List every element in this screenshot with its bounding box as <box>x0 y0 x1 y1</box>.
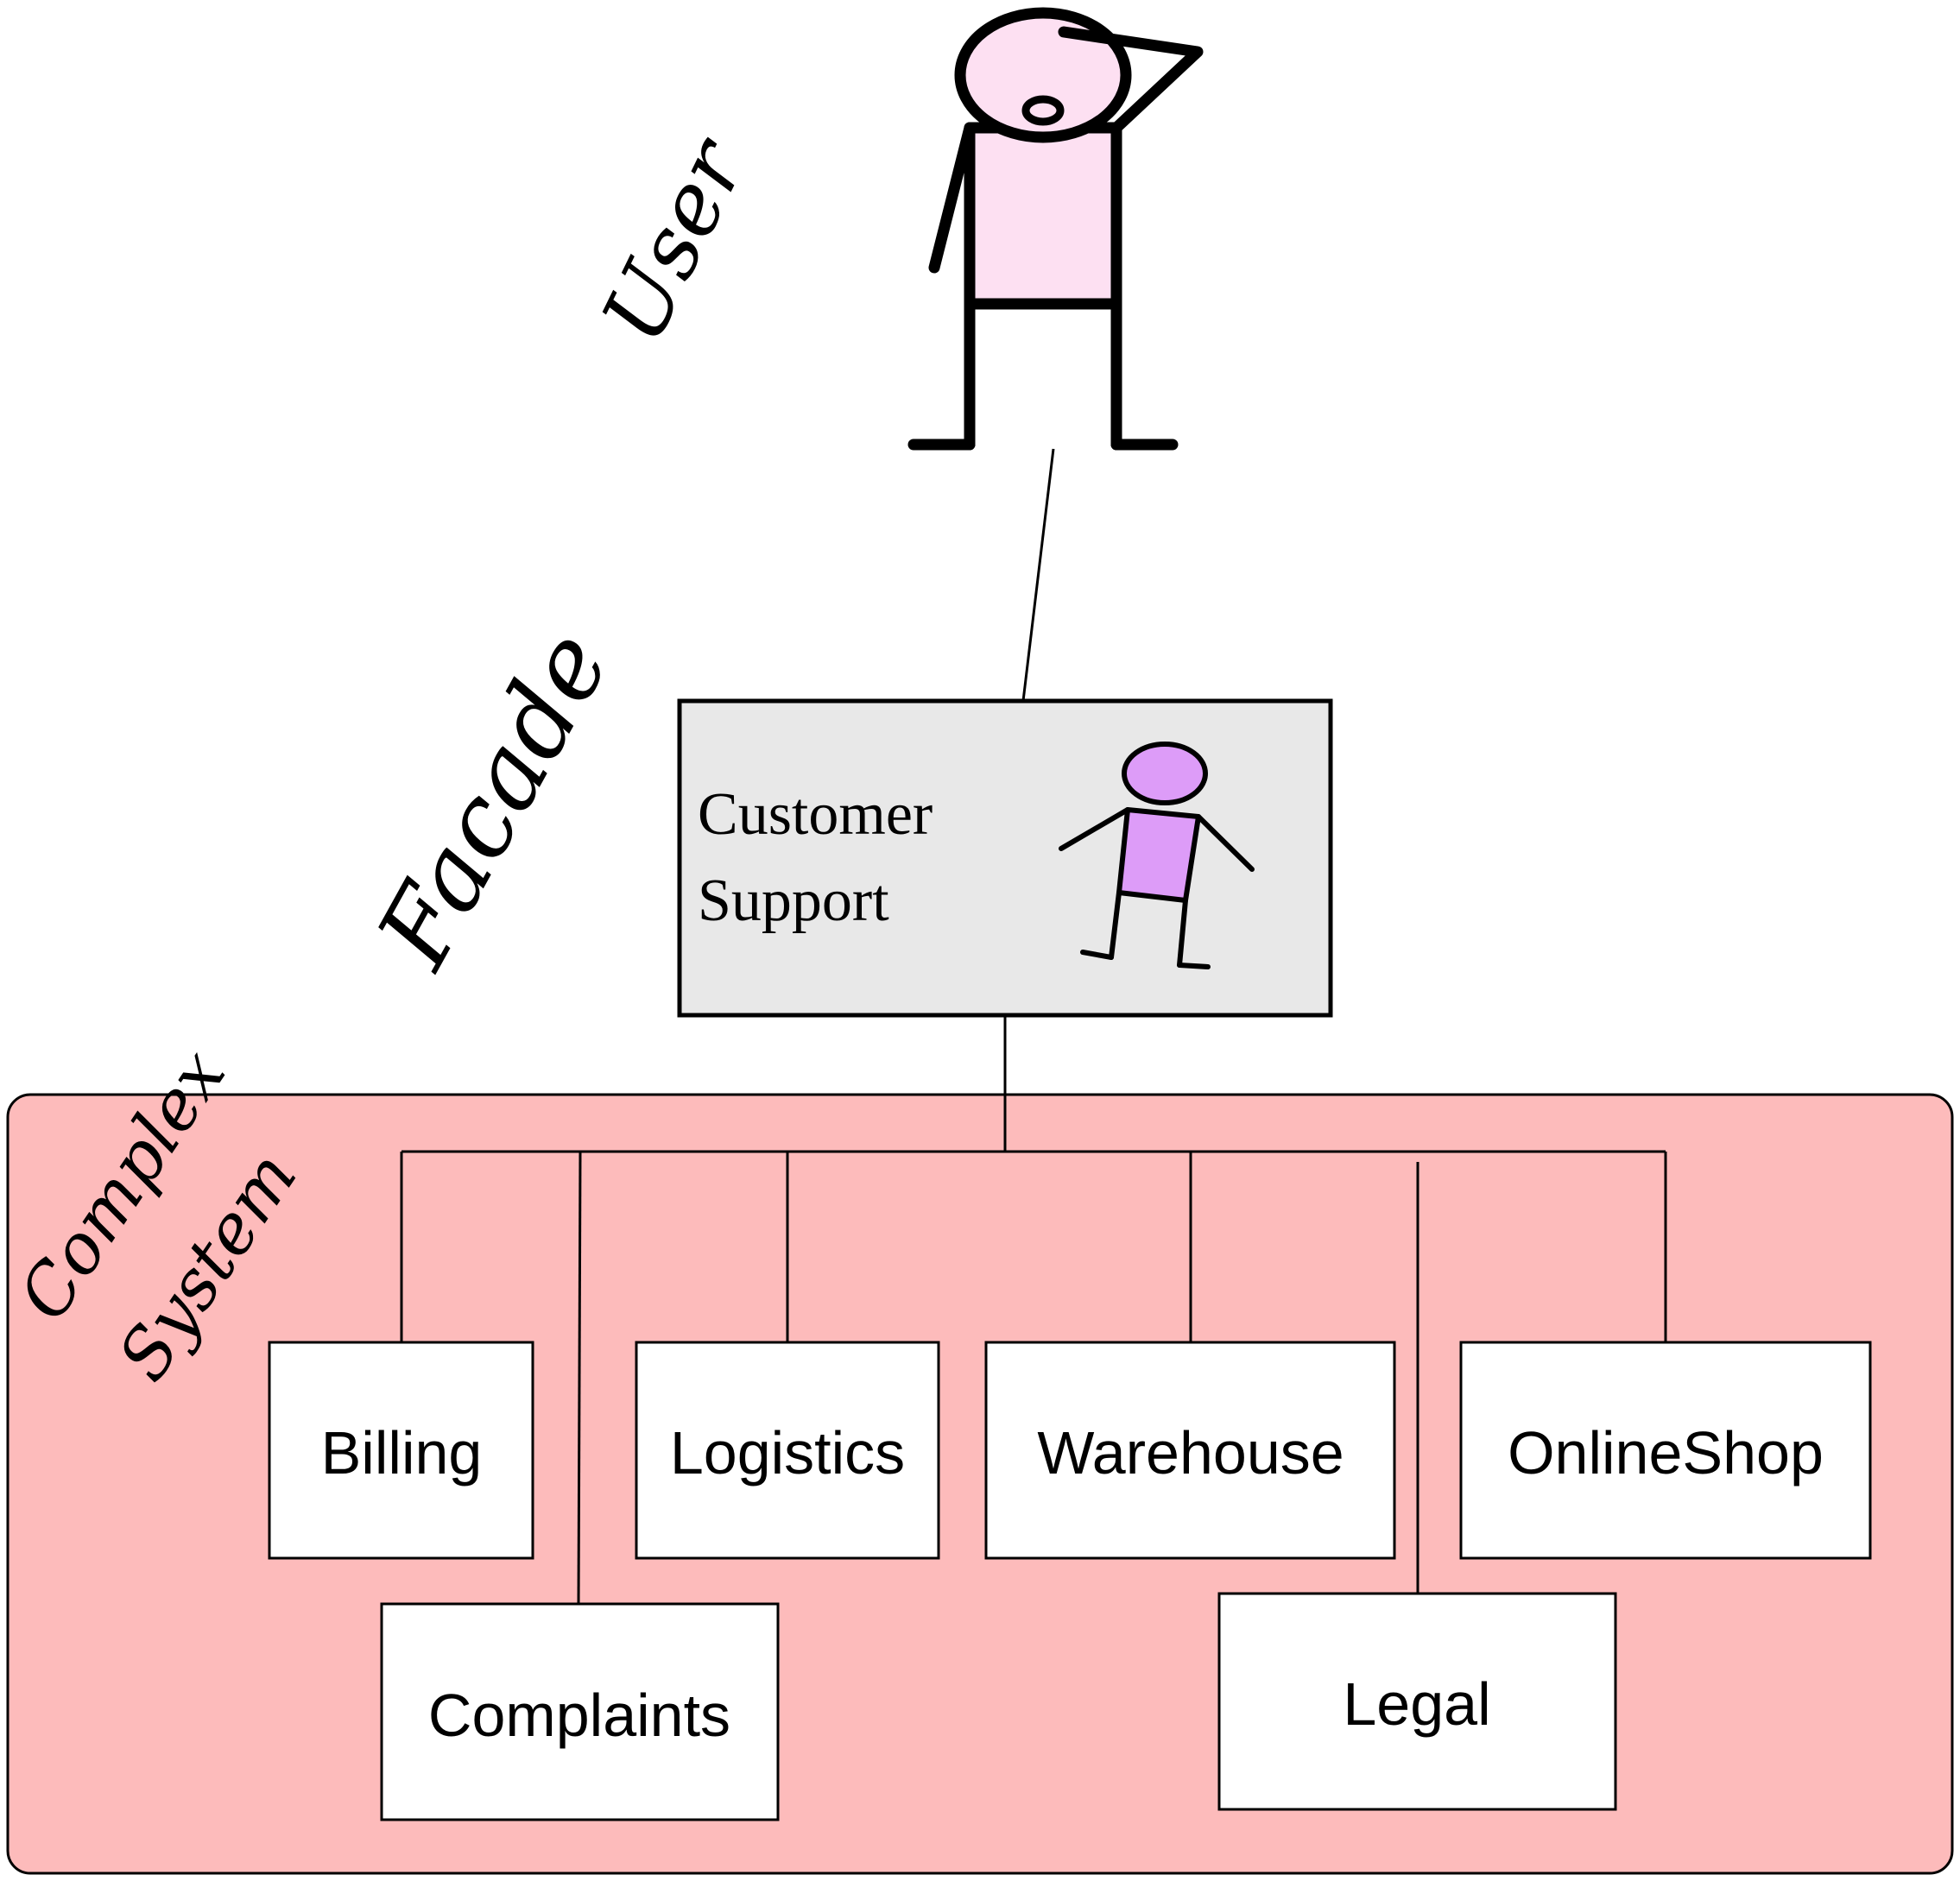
user-label: User <box>582 122 767 358</box>
support-head <box>1122 742 1208 805</box>
subsystem-legal: Legal <box>1217 1592 1617 1811</box>
subsystem-onlineshop-label: OnlineShop <box>1508 1419 1824 1486</box>
subsystem-warehouse-label: Warehouse <box>1037 1419 1344 1486</box>
subsystem-warehouse: Warehouse <box>984 1341 1396 1560</box>
subsystem-legal-label: Legal <box>1343 1670 1490 1738</box>
facade-label: Facade <box>354 613 632 988</box>
complaints-connector <box>577 1151 582 1605</box>
facade-box <box>677 698 1333 1018</box>
subsystem-complaints: Complaints <box>380 1602 780 1821</box>
connectors <box>400 448 1667 1605</box>
subsystem-logistics-label: Logistics <box>670 1419 905 1486</box>
user-scratching-arm <box>1058 26 1204 134</box>
facade-box-line2: Support <box>698 868 889 934</box>
facade-box-line1: Customer <box>698 781 933 848</box>
subsystem-complaints-label: Complaints <box>428 1682 730 1749</box>
user-head <box>954 7 1132 143</box>
subsystem-onlineshop: OnlineShop <box>1459 1341 1872 1560</box>
subsystem-logistics: Logistics <box>635 1341 940 1560</box>
stick-figure-icon <box>1059 742 1255 969</box>
subsystem-billing: Billing <box>268 1341 534 1560</box>
user-body <box>964 122 1122 310</box>
user-to-facade-line <box>1021 448 1055 702</box>
support-body <box>1116 807 1201 903</box>
stick-figure-scratching-head-icon <box>907 7 1204 451</box>
user-mouth <box>1021 95 1065 126</box>
subsystem-billing-label: Billing <box>321 1419 483 1486</box>
